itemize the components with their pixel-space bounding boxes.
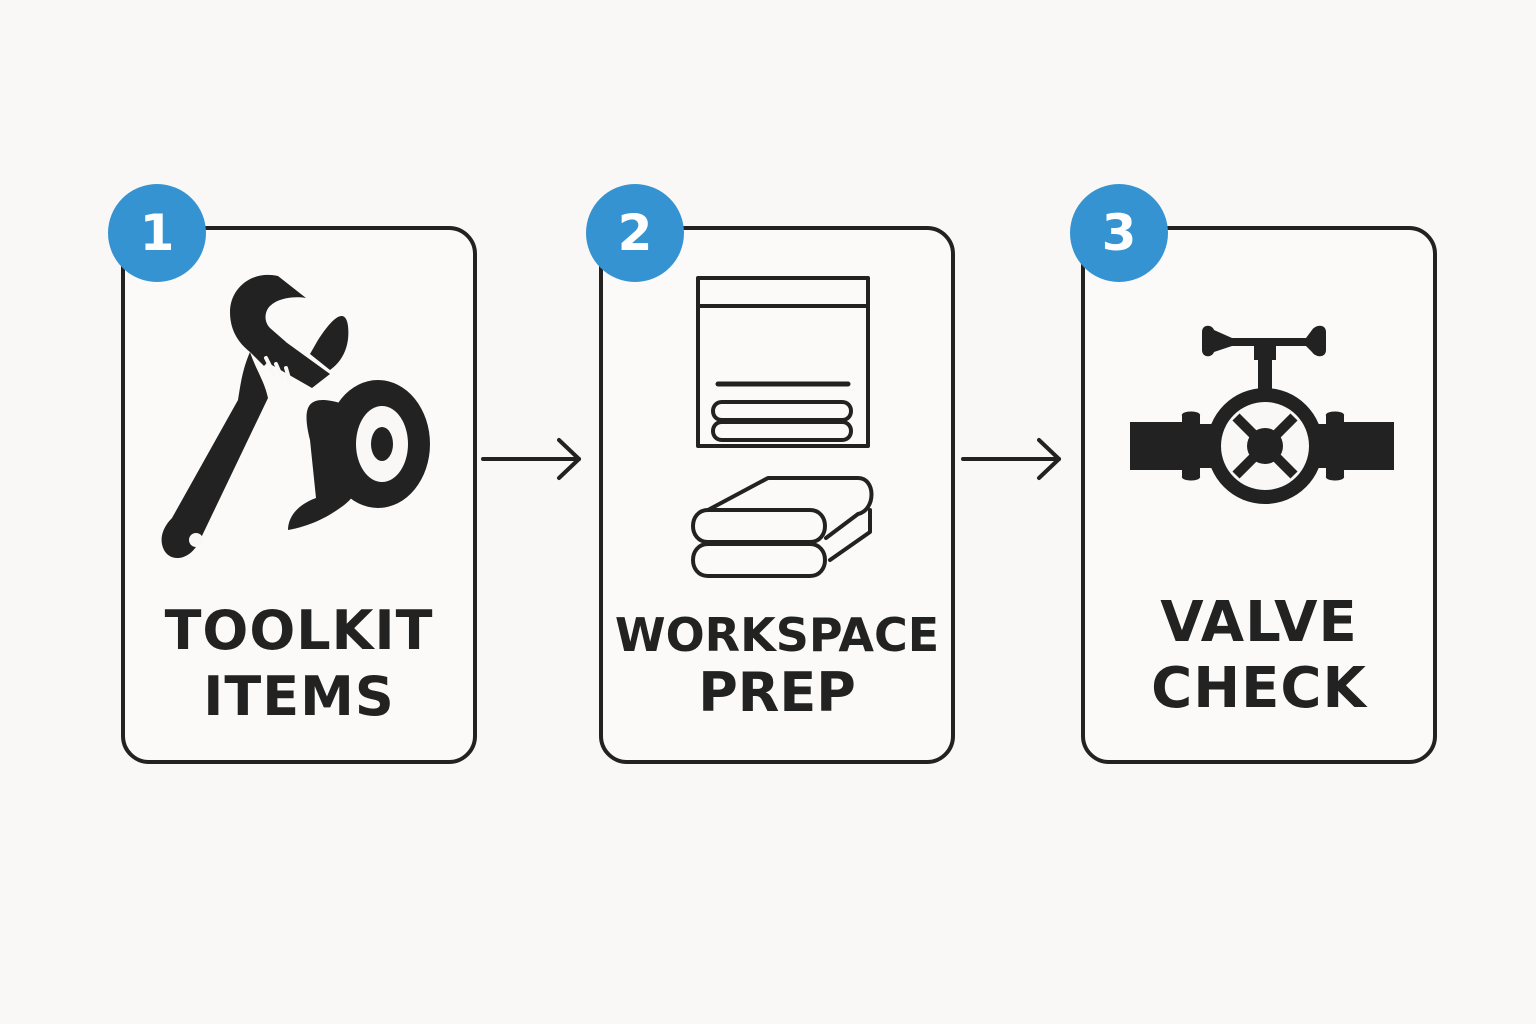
- step-label-line: ITEMS: [203, 665, 395, 728]
- step-label-toolkit-items: TOOLKIT ITEMS: [121, 598, 477, 730]
- step-card-toolkit: [121, 226, 477, 764]
- arrow-right-icon: [961, 438, 1061, 480]
- step-number-badge-2: 2: [586, 184, 684, 282]
- step-label-valve-check: VALVE CHECK: [1081, 590, 1437, 722]
- arrow-right-icon: [481, 438, 581, 480]
- step-number-badge-1: 1: [108, 184, 206, 282]
- step-label-workspace-prep: WORKSPACE PREP: [599, 606, 955, 722]
- wrench-icon: [161, 274, 349, 559]
- step-label-line: WORKSPACE: [614, 608, 940, 662]
- wrench-and-tape-icon: [161, 274, 430, 559]
- step-label-line: PREP: [698, 661, 856, 724]
- step-label-line: TOOLKIT: [164, 599, 434, 662]
- towels-icon: [691, 276, 874, 578]
- step-number-badge-3: 3: [1070, 184, 1168, 282]
- step-card-workspace: [599, 226, 955, 764]
- step-label-line: CHECK: [1151, 656, 1367, 721]
- tape-roll-icon: [288, 380, 430, 530]
- valve-icon: [1130, 325, 1394, 504]
- step-label-line: VALVE: [1160, 590, 1358, 655]
